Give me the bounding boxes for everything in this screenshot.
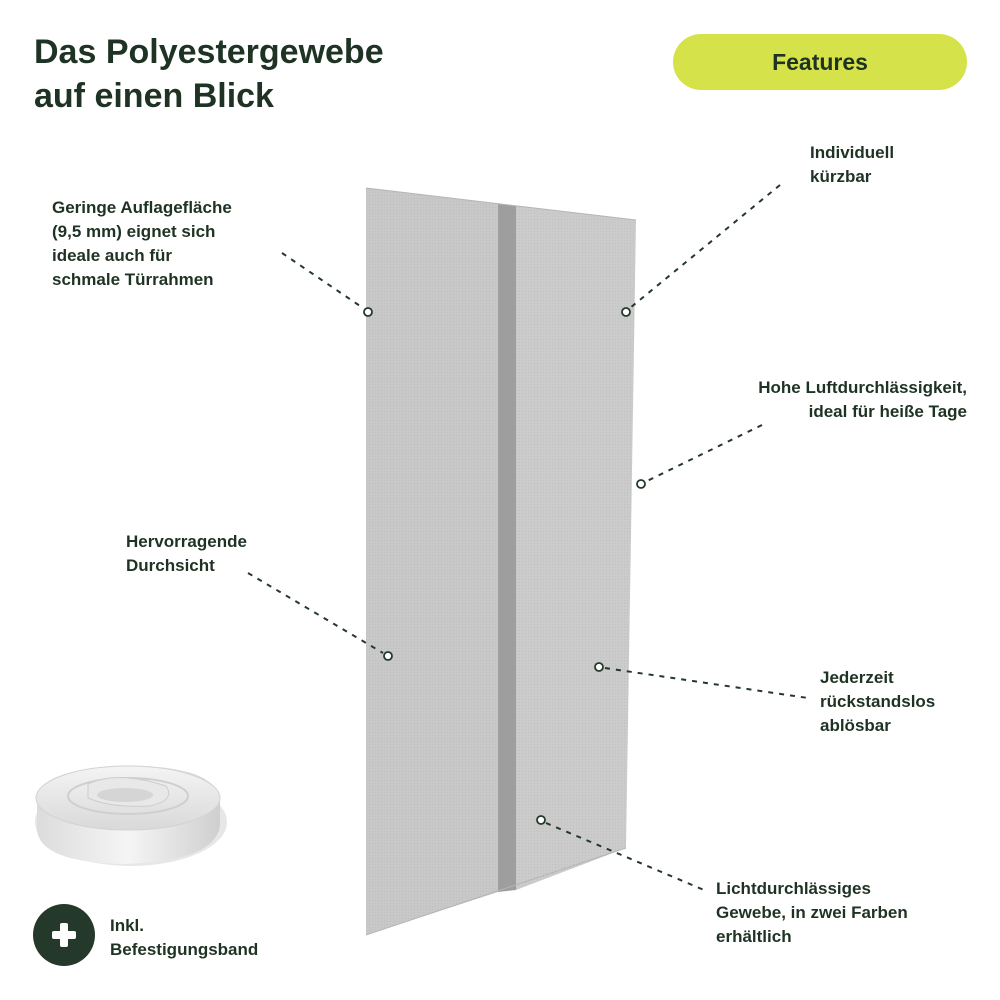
leader-abloesbar [604,667,809,699]
feature-line: ideale auch für [52,246,172,265]
feature-line: ideal für heiße Tage [808,402,967,421]
leader-licht [545,822,705,891]
title-line-1: Das Polyestergewebe [34,33,384,71]
leader-luft [644,424,763,483]
feature-durchsicht: Hervorragende Durchsicht [126,530,247,578]
feature-line: Jederzeit [820,668,894,687]
included-line: Inkl. [110,916,145,935]
page-title: Das Polyestergewebe auf einen Blick [34,30,534,118]
feature-abloesbar: Jederzeit rückstandslos ablösbar [820,666,935,738]
feature-line: Gewebe, in zwei Farben [716,903,908,922]
marker-dot-luft [636,479,646,489]
leader-durchsicht [247,572,384,654]
feature-luftdurchlaessigkeit: Hohe Luftdurchlässigkeit, ideal für heiß… [758,376,967,424]
feature-line: Durchsicht [126,556,215,575]
title-line-2: auf einen Blick [34,77,274,115]
feature-kuerzbar: Individuell kürzbar [810,141,894,189]
feature-line: Hohe Luftdurchlässigkeit, [758,378,967,397]
included-label: Inkl. Befestigungsband [110,914,258,962]
marker-dot-auflage [363,307,373,317]
feature-auflageflaeche: Geringe Auflagefläche (9,5 mm) eignet si… [52,196,232,292]
feature-line: schmale Türrahmen [52,270,214,289]
marker-dot-licht [536,815,546,825]
feature-line: erhältlich [716,927,792,946]
feature-line: (9,5 mm) eignet sich [52,222,216,241]
feature-line: kürzbar [810,167,872,186]
marker-dot-durchsicht [383,651,393,661]
mesh-panel-left [366,188,498,935]
mesh-overlap-stripe [498,204,516,892]
feature-line: ablösbar [820,716,891,735]
tape-roll-image [35,765,227,866]
leader-auflage [281,252,364,309]
marker-dot-kuerzbar [621,307,631,317]
feature-line: Individuell [810,143,895,162]
feature-line: Geringe Auflagefläche [52,198,232,217]
features-badge-label: Features [772,48,868,75]
feature-line: rückstandslos [820,692,936,711]
feature-line: Hervorragende [126,532,247,551]
feature-lichtdurchlaessig: Lichtdurchlässiges Gewebe, in zwei Farbe… [716,877,908,949]
mesh-panel-right [516,206,636,890]
features-badge: Features [673,34,967,90]
marker-dot-abloesbar [594,662,604,672]
feature-line: Lichtdurchlässiges [716,879,871,898]
plus-icon [33,904,95,966]
leader-kuerzbar [629,184,781,309]
included-line: Befestigungsband [110,940,259,959]
